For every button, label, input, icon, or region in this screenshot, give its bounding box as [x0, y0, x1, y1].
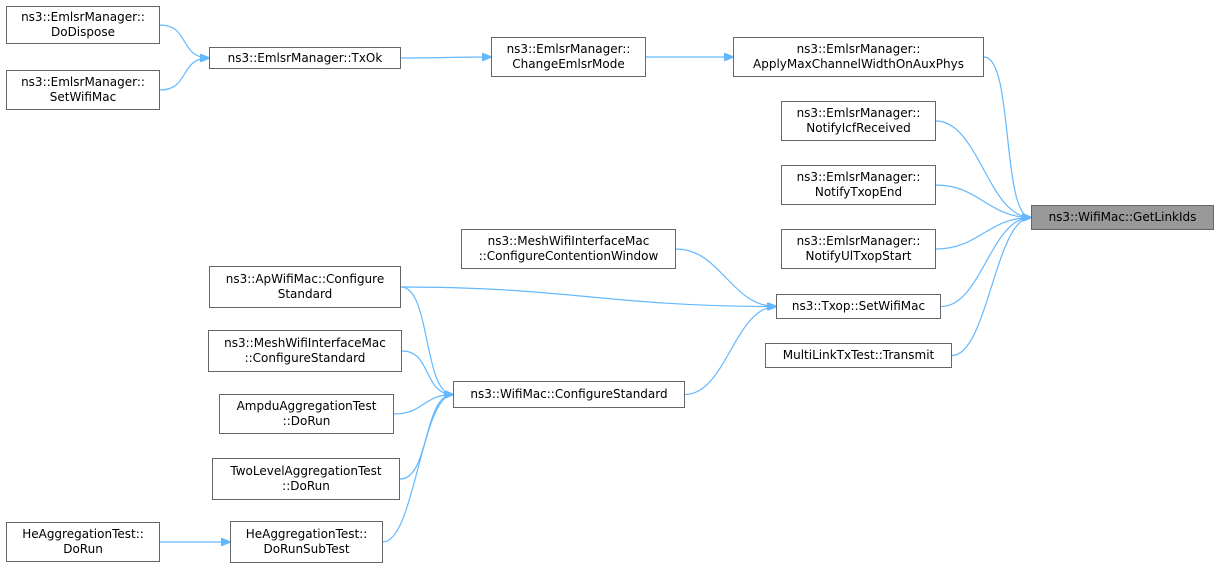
- node-emlsr-setwifimac[interactable]: ns3::EmlsrManager::SetWifiMac: [6, 70, 160, 110]
- edge-mesh-configurestd-to-wifimac-configurestd: [401, 350, 453, 395]
- node-label-line: ChangeEmlsrMode: [512, 57, 625, 71]
- node-label-line: DoDispose: [50, 25, 115, 39]
- edge-heagg-dorunsubtest-to-wifimac-configurestd: [382, 395, 453, 543]
- node-label-line: ::ConfigureContentionWindow: [478, 249, 659, 263]
- node-label-line: ns3::EmlsrManager::: [796, 42, 921, 56]
- node-label-line: DoRunSubTest: [263, 542, 350, 556]
- node-label-line: ::DoRun: [282, 479, 330, 493]
- node-emlsr-notifytxopend[interactable]: ns3::EmlsrManager::NotifyTxopEnd: [781, 165, 936, 205]
- node-label-line: ns3::EmlsrManager::TxOk: [227, 50, 383, 65]
- node-emlsr-notifyultxop[interactable]: ns3::EmlsrManager::NotifyUlTxopStart: [781, 229, 936, 269]
- node-emlsr-txok[interactable]: ns3::EmlsrManager::TxOk: [209, 47, 401, 69]
- node-mesh-contention[interactable]: ns3::MeshWifiInterfaceMac::ConfigureCont…: [461, 229, 676, 269]
- node-label-line: ns3::MeshWifiInterfaceMac: [224, 336, 386, 350]
- edge-emlsr-setwifimac-to-emlsr-txok: [159, 58, 209, 91]
- edge-emlsr-notifyicf-to-wifimac-getlinkids: [935, 120, 1031, 218]
- edge-apwifimac-configure-to-txop-setwifimac: [400, 286, 776, 307]
- node-emlsr-notifyicf[interactable]: ns3::EmlsrManager::NotifyIcfReceived: [781, 101, 936, 141]
- node-heagg-dorunsubtest[interactable]: HeAggregationTest::DoRunSubTest: [230, 521, 383, 563]
- edge-txop-setwifimac-to-wifimac-getlinkids: [940, 218, 1031, 308]
- node-label-line: MultiLinkTxTest::Transmit: [782, 348, 935, 362]
- node-label-line: ns3::EmlsrManager::: [796, 170, 921, 184]
- edge-emlsr-notifyultxop-to-wifimac-getlinkids: [935, 218, 1031, 250]
- edge-emlsr-dodispose-to-emlsr-txok: [159, 24, 209, 58]
- edge-wifimac-configurestd-to-txop-setwifimac: [684, 307, 776, 396]
- node-multilink-transmit[interactable]: MultiLinkTxTest::Transmit: [765, 343, 952, 368]
- node-emlsr-changemode[interactable]: ns3::EmlsrManager::ChangeEmlsrMode: [491, 37, 646, 77]
- node-label-line: HeAggregationTest::: [22, 527, 144, 541]
- node-heagg-dorun[interactable]: HeAggregationTest::DoRun: [6, 522, 160, 562]
- node-label-line: ns3::EmlsrManager::: [796, 106, 921, 120]
- node-label-line: NotifyTxopEnd: [814, 185, 903, 199]
- node-wifimac-configurestd[interactable]: ns3::WifiMac::ConfigureStandard: [453, 381, 685, 408]
- node-label-line: HeAggregationTest::: [245, 527, 368, 541]
- node-emlsr-dodispose[interactable]: ns3::EmlsrManager::DoDispose: [6, 6, 160, 44]
- node-label-line: ns3::EmlsrManager::: [796, 234, 921, 248]
- edge-multilink-transmit-to-wifimac-getlinkids: [951, 218, 1031, 357]
- node-label-line: Standard: [277, 287, 333, 301]
- node-label-line: ns3::EmlsrManager::: [21, 10, 145, 24]
- node-label-line: ns3::WifiMac::GetLinkIds: [1048, 210, 1197, 224]
- edge-mesh-contention-to-txop-setwifimac: [675, 248, 776, 307]
- node-ampdu-dorun[interactable]: AmpduAggregationTest::DoRun: [219, 394, 394, 434]
- node-label-line: ::DoRun: [282, 414, 331, 428]
- edge-apwifimac-configure-to-wifimac-configurestd: [400, 286, 453, 395]
- node-twolevel-dorun[interactable]: TwoLevelAggregationTest::DoRun: [212, 458, 400, 500]
- edge-emlsr-notifytxopend-to-wifimac-getlinkids: [935, 184, 1031, 218]
- node-wifimac-getlinkids: ns3::WifiMac::GetLinkIds: [1031, 205, 1214, 230]
- node-label-line: DoRun: [63, 542, 103, 556]
- node-label-line: ns3::ApWifiMac::Configure: [225, 272, 385, 286]
- node-label-line: NotifyUlTxopStart: [805, 249, 912, 263]
- node-label-line: ApplyMaxChannelWidthOnAuxPhys: [753, 57, 964, 71]
- edge-emlsr-applymax-to-wifimac-getlinkids: [983, 56, 1031, 218]
- node-mesh-configurestd[interactable]: ns3::MeshWifiInterfaceMac::ConfigureStan…: [208, 330, 402, 372]
- node-label-line: NotifyIcfReceived: [806, 121, 911, 135]
- node-label-line: TwoLevelAggregationTest: [230, 464, 382, 478]
- node-label-line: ns3::EmlsrManager::: [506, 42, 631, 56]
- node-label-line: ::ConfigureStandard: [244, 351, 366, 365]
- node-txop-setwifimac[interactable]: ns3::Txop::SetWifiMac: [776, 294, 941, 319]
- edge-emlsr-txok-to-emlsr-changemode: [400, 57, 491, 58]
- node-label-line: ns3::EmlsrManager::: [21, 75, 145, 89]
- node-emlsr-applymax[interactable]: ns3::EmlsrManager::ApplyMaxChannelWidthO…: [733, 37, 984, 77]
- node-label-line: SetWifiMac: [49, 90, 117, 104]
- node-label-line: ns3::WifiMac::ConfigureStandard: [470, 387, 668, 401]
- node-label-line: ns3::Txop::SetWifiMac: [791, 299, 926, 313]
- node-label-line: AmpduAggregationTest: [236, 399, 377, 413]
- node-label-line: ns3::MeshWifiInterfaceMac: [487, 234, 650, 248]
